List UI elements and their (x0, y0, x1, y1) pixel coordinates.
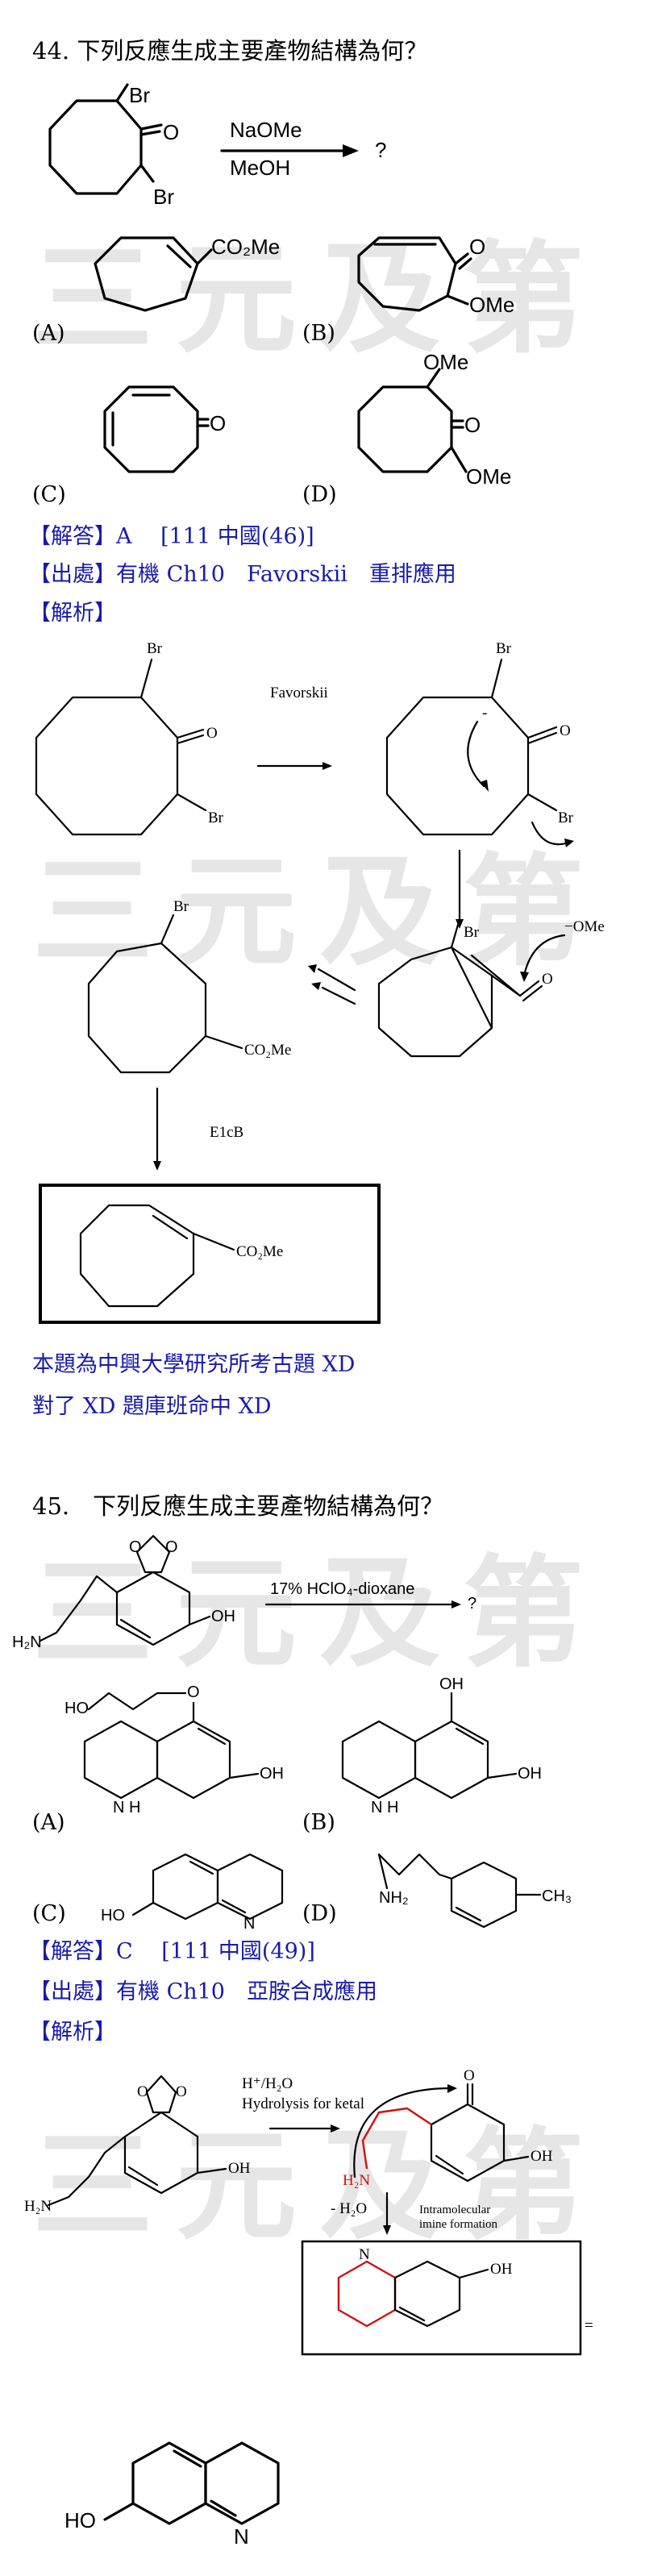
option-b-label: (B) (302, 1810, 335, 1835)
solvent-label: MeOH (230, 156, 290, 180)
q44-reaction-scheme: Br O Br NaOMe MeOH ? CO₂Me O OMe (48, 83, 514, 317)
q44-mechanism: Br O Br Favorskii Br - O Br Br O −OMe Br… (35, 640, 605, 1324)
question-45-title: 45. 下列反應生成主要產物結構為何？ (32, 1492, 444, 1520)
methoxy-label: OMe (423, 350, 468, 374)
q44-answer: 【解答】A [111 中國(46)] (29, 524, 314, 549)
option-d-label: (D) (302, 482, 337, 507)
methoxy-label: OMe (466, 464, 511, 489)
acid-reagent: H⁺/H₂O (242, 2075, 293, 2092)
bromine-label: Br (153, 185, 174, 209)
oxygen-label: O (176, 2083, 187, 2100)
hydroxyl-label: OH (531, 2148, 553, 2165)
oxygen-label: O (542, 971, 553, 988)
q45-answer: 【解答】C [111 中國(49)] (29, 1939, 315, 1964)
unknown-product: ? (468, 1595, 476, 1613)
oxygen-label: O (206, 725, 218, 742)
q45-analysis-heading: 【解析】 (29, 2020, 116, 2045)
q45-options-ab: HO O OH N H OH OH N H (64, 1675, 542, 1817)
hydroxyl-label: OH (211, 1608, 235, 1625)
amine-label: H₂N (12, 1633, 42, 1651)
hydroxyl-label: OH (228, 2160, 251, 2177)
oxygen-label: O (469, 235, 485, 259)
bromine-label: Br (173, 898, 189, 915)
oxygen-label: O (137, 2083, 148, 2100)
oxygen-label: O (187, 1683, 200, 1701)
imine-formation-label: imine formation (419, 2218, 498, 2231)
hydroxyl-label: HO (64, 2508, 96, 2532)
bromine-label: Br (496, 640, 512, 657)
question-44-title: 44. 下列反應生成主要產物結構為何？ (32, 37, 428, 65)
ester-label: CO₂Me (211, 235, 280, 259)
oxygen-label: O (165, 1538, 178, 1556)
option-b-label: (B) (302, 321, 335, 346)
intramolecular-label: Intramolecular (419, 2204, 490, 2216)
oxygen-label: O (560, 722, 571, 739)
q45-final-product: HO N (64, 2441, 280, 2549)
methoxide-label: −OMe (564, 918, 605, 935)
hydroxyl-label: OH (439, 1675, 464, 1693)
ester-label: CO₂Me (236, 1243, 283, 1260)
option-a-label: (A) (32, 1810, 65, 1835)
equals-sign: = (585, 2317, 593, 2334)
ester-label: CO₂Me (244, 1042, 291, 1059)
methyl-label: CH₃ (542, 1887, 572, 1905)
q44-options-cd: O OMe O OMe (103, 350, 511, 489)
methoxy-label: OMe (469, 293, 514, 317)
favorskii-label: Favorskii (270, 685, 328, 701)
q45-reaction-scheme: O O H₂N OH 17% HClO₄-dioxane ? (12, 1534, 476, 1651)
oxygen-label: O (129, 1538, 142, 1556)
oxygen-label: O (464, 2067, 475, 2084)
hydrolysis-label: Hydrolysis for ketal (242, 2095, 364, 2112)
water-loss-label: - H₂O (331, 2200, 367, 2217)
comment-line-1: 本題為中興大學研究所考古題 XD (32, 1352, 356, 1377)
unknown-product: ? (375, 138, 386, 162)
bromine-label: Br (147, 640, 163, 657)
bromine-label: Br (464, 924, 480, 941)
q44-analysis-heading: 【解析】 (29, 601, 116, 626)
nitrogen-label: N (234, 2524, 249, 2549)
e1cb-label: E1cB (210, 1124, 243, 1141)
option-c-label: (C) (32, 482, 66, 507)
q45-source: 【出處】有機 Ch10 亞胺合成應用 (29, 1979, 377, 2004)
q45-options-cd: HO N NH₂ CH₃ (101, 1853, 572, 1933)
nitrogen-label: N (243, 1915, 255, 1933)
hydroxyl-label: HO (64, 1700, 89, 1717)
option-c-label: (C) (32, 1901, 66, 1926)
watermark: 三元及第 (32, 843, 607, 983)
amine-label-red: H₂N (343, 2172, 370, 2189)
q44-source: 【出處】有機 Ch10 Favorskii 重排應用 (29, 562, 456, 587)
reagent-label: 17% HClO₄-dioxane (270, 1580, 414, 1598)
reagent-label: NaOMe (230, 118, 302, 142)
amine-label: H₂N (24, 2198, 52, 2215)
hydroxyl-label: OH (490, 2261, 513, 2278)
carbanion-charge: - (482, 705, 487, 722)
bromine-label: Br (208, 809, 224, 826)
oxygen-label: O (163, 120, 179, 144)
hydroxyl-label: HO (101, 1907, 125, 1925)
oxygen-label: O (464, 413, 481, 437)
option-a-label: (A) (32, 321, 65, 346)
bromine-label: Br (129, 83, 150, 107)
hydroxyl-label: OH (518, 1765, 542, 1783)
amine-label: N H (371, 1799, 398, 1817)
amine-label: NH₂ (379, 1889, 409, 1907)
q45-mechanism: O O H₂N OH H⁺/H₂O Hydrolysis for ketal O… (24, 2067, 593, 2356)
option-d-label: (D) (302, 1901, 337, 1926)
comment-line-2: 對了 XD 題庫班命中 XD (32, 1394, 272, 1419)
bromine-label: Br (558, 809, 574, 826)
oxygen-label: O (210, 411, 226, 435)
nitrogen-label: N (359, 2246, 370, 2263)
watermark: 三元及第 (32, 230, 607, 370)
amine-label: N H (113, 1799, 140, 1817)
watermark: 三元及第 (32, 1544, 607, 1684)
hydroxyl-label: OH (260, 1765, 284, 1783)
